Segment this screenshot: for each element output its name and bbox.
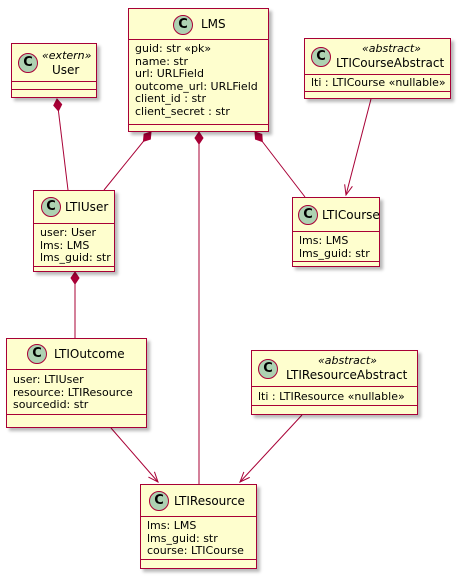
- attribute: lms_guid: str: [147, 531, 218, 545]
- class-name: LTICourseAbstract: [336, 56, 445, 70]
- class-name: User: [52, 63, 80, 77]
- class-stereotype: «abstract»: [362, 42, 421, 55]
- class-icon: C: [298, 205, 318, 225]
- dependency-arrowhead: [148, 471, 159, 484]
- class-ltiresourceabstract[interactable]: C «abstract» LTIResourceAbstract lti : L…: [251, 350, 418, 415]
- attribute-list: lms: LMS lms_guid: str: [293, 232, 379, 262]
- attribute: outcome_url: URLField: [135, 79, 258, 93]
- relation-lticourseabstract-lticourse: [345, 98, 372, 196]
- class-name: LTIResource: [174, 494, 245, 508]
- attribute: client_id : str: [135, 92, 207, 106]
- attribute: lms_guid: str: [299, 246, 370, 260]
- class-lms[interactable]: C LMS guid: str «pk» name: str url: URLF…: [128, 8, 269, 132]
- class-lticourseabstract[interactable]: C «abstract» LTICourseAbstract lti : LTI…: [304, 38, 451, 99]
- attribute: guid: str «pk»: [135, 42, 212, 55]
- attribute: course: LTICourse: [147, 544, 244, 558]
- class-user[interactable]: C «extern» User: [11, 43, 97, 98]
- class-ltiuser[interactable]: C LTIUser user: User lms: LMS lms_guid: …: [33, 190, 115, 272]
- attribute: lms: LMS: [40, 238, 90, 252]
- attribute: client_secret : str: [135, 104, 230, 118]
- class-ltioutcome[interactable]: C LTIOutcome user: LTIUser resource: LTI…: [6, 338, 147, 428]
- class-ltiresource[interactable]: C LTIResource lms: LMS lms_guid: str cou…: [140, 484, 257, 569]
- attribute-list: user: User lms: LMS lms_guid: str: [34, 224, 114, 267]
- attribute: user: LTIUser: [13, 373, 84, 386]
- relation-lms-lticourse: [254, 131, 306, 198]
- relation-ltioutcome-ltiresource: [110, 427, 159, 483]
- attribute: lti : LTICourse «nullable»: [311, 76, 446, 89]
- composition-diamond: [53, 98, 63, 112]
- attribute: lms: LMS: [299, 234, 349, 247]
- class-icon: C: [27, 344, 47, 364]
- class-lticourse[interactable]: C LTICourse lms: LMS lms_guid: str: [292, 197, 380, 267]
- composition-diamond: [142, 131, 152, 143]
- attribute: user: User: [40, 226, 97, 239]
- class-name: LTIOutcome: [54, 347, 125, 361]
- attribute: name: str: [135, 54, 188, 68]
- class-icon: C: [41, 197, 61, 217]
- attribute: lms_guid: str: [40, 251, 111, 265]
- composition-diamond: [70, 271, 80, 285]
- class-stereotype: «extern»: [42, 49, 92, 62]
- class-stereotype: «abstract»: [318, 354, 377, 367]
- dependency-arrowhead: [344, 184, 353, 197]
- attribute-list: lti : LTICourse «nullable»: [305, 75, 450, 92]
- attribute-list: lms: LMS lms_guid: str course: LTICourse: [141, 517, 256, 560]
- class-icon: C: [173, 15, 193, 35]
- class-icon: C: [149, 491, 169, 511]
- dependency-arrowhead: [239, 471, 250, 483]
- class-name: LMS: [201, 17, 226, 31]
- attribute-list: lti : LTIResource «nullable»: [252, 387, 417, 406]
- attribute: resource: LTIResource: [13, 385, 133, 399]
- attribute: lms: LMS: [147, 519, 197, 532]
- composition-diamond: [194, 131, 204, 145]
- relation-ltiresourceabstract-ltiresource: [239, 414, 303, 483]
- attribute-list: guid: str «pk» name: str url: URLField o…: [129, 40, 268, 125]
- class-icon: C: [311, 47, 331, 67]
- attribute-list: user: LTIUser resource: LTIResource sour…: [7, 370, 146, 415]
- class-name: LTICourse: [322, 208, 380, 222]
- class-name: LTIUser: [65, 200, 109, 214]
- attribute: url: URLField: [135, 67, 204, 81]
- attribute: sourcedid: str: [13, 398, 89, 412]
- class-name: LTIResourceAbstract: [286, 368, 408, 382]
- attribute: lti : LTIResource «nullable»: [258, 390, 405, 403]
- relation-user-ltiuser: [56, 98, 69, 191]
- class-icon: C: [258, 359, 278, 379]
- class-icon: C: [18, 53, 38, 73]
- composition-diamond: [254, 131, 263, 143]
